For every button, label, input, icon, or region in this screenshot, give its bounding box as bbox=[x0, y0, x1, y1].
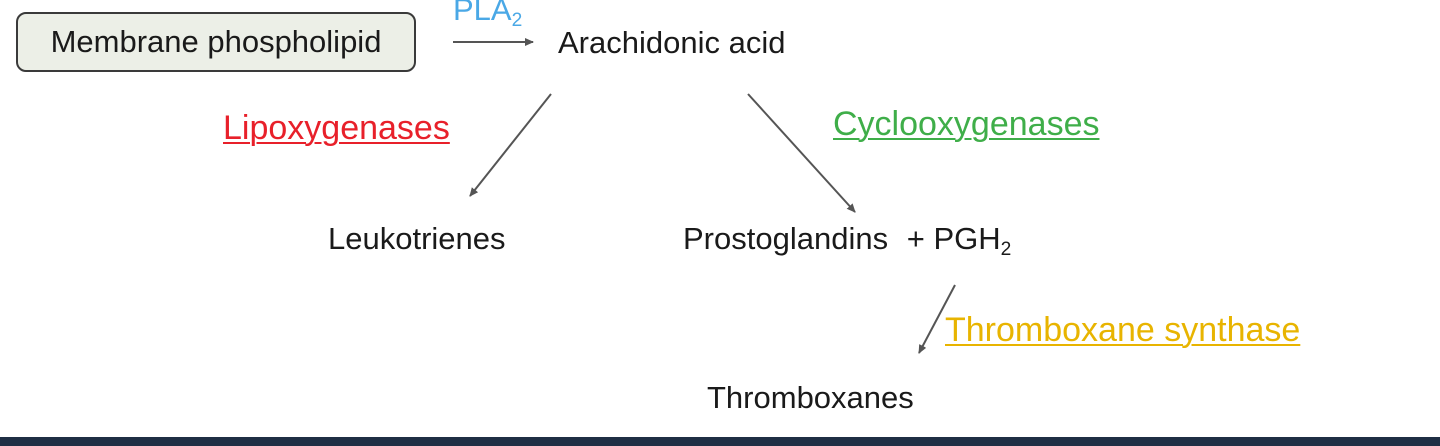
leukotrienes-label: Leukotrienes bbox=[328, 221, 506, 256]
arachidonic-acid-label: Arachidonic acid bbox=[558, 25, 786, 60]
prostoglandins-label: Prostoglandins bbox=[683, 221, 889, 256]
pla-subscript: 2 bbox=[511, 9, 523, 31]
arrow-arachidonic-to-leukotrienes bbox=[469, 93, 552, 197]
thromboxanes-label: Thromboxanes bbox=[707, 380, 914, 415]
pla2-label: PLA2 bbox=[453, 0, 522, 30]
cyclooxygenases-label: Cyclooxygenases bbox=[833, 105, 1100, 143]
plus-sign: + bbox=[906, 221, 925, 256]
thromboxane-synthase-label: Thromboxane synthase bbox=[945, 311, 1301, 349]
prostoglandins-pgh2-group: Prostoglandins + PGH2 bbox=[683, 221, 1011, 259]
pgh-subscript: 2 bbox=[1000, 238, 1012, 260]
pla-text: PLA bbox=[453, 0, 512, 27]
membrane-phospholipid-box: Membrane phospholipid bbox=[16, 12, 416, 72]
membrane-phospholipid-label: Membrane phospholipid bbox=[50, 24, 382, 59]
arrow-arachidonic-to-prostoglandins bbox=[747, 93, 856, 213]
arrow-pgh2-to-thromboxanes bbox=[918, 284, 956, 354]
lipoxygenases-label: Lipoxygenases bbox=[223, 109, 450, 147]
pgh-label: PGH bbox=[933, 221, 1001, 256]
bottom-bar bbox=[0, 437, 1440, 446]
